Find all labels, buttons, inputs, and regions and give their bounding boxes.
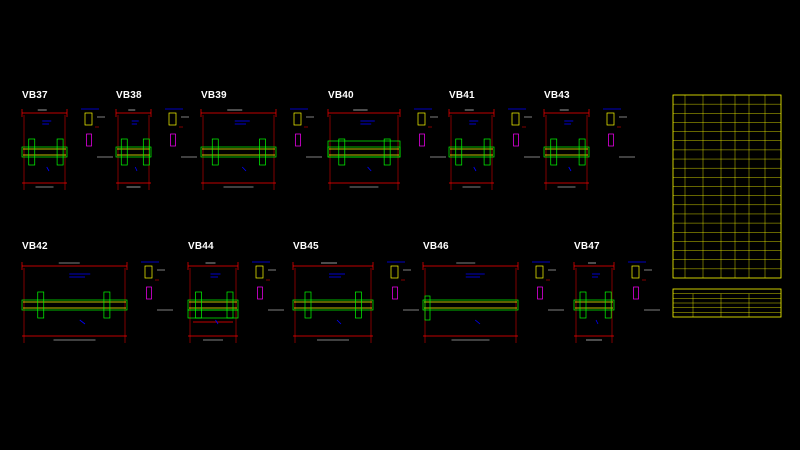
- beam-3-stirrup-rect: [419, 133, 425, 147]
- beam-9-beam-body: [422, 299, 519, 311]
- beam-1-note: [134, 166, 138, 172]
- beam-label-vb41: VB41: [449, 90, 475, 101]
- beam-5-beam-body: [543, 146, 590, 158]
- beam-8-section-rect: [390, 265, 399, 279]
- beam-label-vb47: VB47: [574, 241, 600, 252]
- beam-9-section-rect: [535, 265, 544, 279]
- beam-2-beam-body: [200, 146, 277, 158]
- beam-0-column-r: [56, 138, 64, 166]
- beam-label-vb38: VB38: [116, 90, 142, 101]
- beam-7-note: [215, 319, 219, 325]
- beam-1-column-r: [142, 138, 150, 166]
- beam-label-vb37: VB37: [22, 90, 48, 101]
- beam-6-beam-body: [21, 299, 128, 311]
- beam-3-section-rect: [417, 112, 426, 126]
- beam-10-column-r: [604, 291, 612, 319]
- beam-8-column-l: [304, 291, 312, 319]
- beam-5-column-r: [578, 138, 586, 166]
- beam-10-beam-body: [573, 299, 615, 311]
- beam-6-section-rect: [144, 265, 153, 279]
- beam-9-stirrup-rect: [537, 286, 543, 300]
- beam-2-column-l: [211, 138, 219, 166]
- beam-6-column-l: [37, 291, 45, 319]
- beam-3-note: [367, 166, 372, 172]
- beam-8-note: [336, 319, 342, 325]
- beam-label-vb42: VB42: [22, 241, 48, 252]
- beam-4-column-l: [455, 138, 463, 166]
- beam-label-vb44: VB44: [188, 241, 214, 252]
- beam-0-note: [46, 166, 50, 172]
- beam-7-column-r: [226, 291, 234, 319]
- beam-1-stirrup-rect: [170, 133, 176, 147]
- beam-7-section-rect: [255, 265, 264, 279]
- beam-0-section-rect: [84, 112, 93, 126]
- beam-2-stirrup-rect: [295, 133, 301, 147]
- beam-10-note: [595, 319, 599, 325]
- beam-4-section-rect: [511, 112, 520, 126]
- beam-10-column-l: [579, 291, 587, 319]
- beam-7-column-l: [195, 291, 202, 319]
- beam-2-note: [241, 166, 247, 172]
- beam-2-section-rect: [293, 112, 302, 126]
- beam-label-vb40: VB40: [328, 90, 354, 101]
- beam-1-beam-body: [115, 146, 152, 158]
- beam-1-column-l: [120, 138, 128, 166]
- beam-3-slab: [327, 140, 401, 158]
- beam-5-stirrup-rect: [608, 133, 614, 147]
- beam-4-beam-body: [448, 146, 495, 158]
- beam-3-column-r: [383, 138, 391, 166]
- beam-0-column-l: [28, 138, 36, 166]
- beam-1-section-rect: [168, 112, 177, 126]
- beam-label-vb39: VB39: [201, 90, 227, 101]
- beam-8-column-r: [355, 291, 362, 319]
- beam-label-vb43: VB43: [544, 90, 570, 101]
- beam-label-vb46: VB46: [423, 241, 449, 252]
- beam-10-stirrup-rect: [633, 286, 639, 300]
- beam-label-vb45: VB45: [293, 241, 319, 252]
- beam-6-note: [79, 319, 86, 325]
- beam-10-section-rect: [631, 265, 640, 279]
- beam-0-stirrup-rect: [86, 133, 92, 147]
- beam-7-stirrup-rect: [257, 286, 263, 300]
- beam-4-note: [473, 166, 477, 172]
- beam-2-column-r: [259, 138, 266, 166]
- beam-4-column-r: [483, 138, 491, 166]
- beam-4-stirrup-rect: [513, 133, 519, 147]
- beam-6-stirrup-rect: [146, 286, 152, 300]
- beam-5-note: [568, 166, 572, 172]
- beam-5-column-l: [550, 138, 558, 166]
- beam-9-column-l: [424, 295, 431, 321]
- beam-8-stirrup-rect: [392, 286, 398, 300]
- beam-0-beam-body: [21, 146, 68, 158]
- beam-8-beam-body: [292, 299, 374, 311]
- beam-7-lower-band: [187, 309, 239, 319]
- beam-6-column-r: [103, 291, 111, 319]
- beam-5-section-rect: [606, 112, 615, 126]
- beam-3-column-l: [338, 138, 346, 166]
- beam-9-note: [474, 319, 481, 325]
